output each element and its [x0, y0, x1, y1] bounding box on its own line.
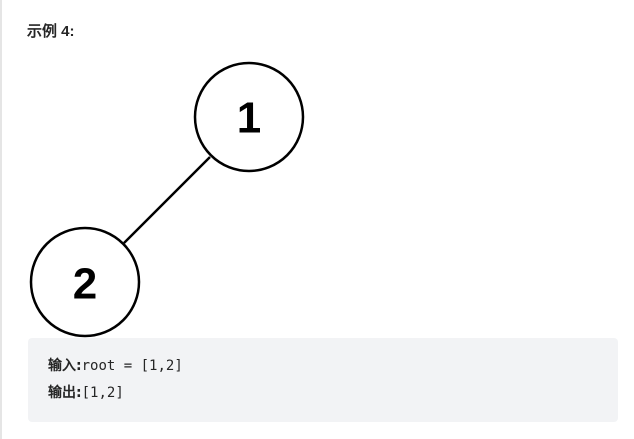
example-code-block: 输入:root = [1,2] 输出:[1,2] [28, 338, 618, 422]
tree-node-2-circle [29, 226, 141, 338]
example-heading: 示例 4: [27, 23, 75, 40]
input-value: root = [1,2] [81, 358, 183, 374]
input-line: 输入:root = [1,2] [48, 353, 598, 380]
output-label: 输出: [48, 385, 82, 401]
output-line: 输出:[1,2] [48, 380, 598, 407]
binary-tree-diagram: 1 2 [29, 61, 305, 338]
tree-node-1: 1 [193, 61, 305, 173]
tree-edge-1-2 [123, 156, 211, 244]
tree-node-1-label: 1 [237, 94, 261, 143]
tree-node-2: 2 [29, 226, 141, 338]
left-border [0, 0, 2, 439]
tree-node-2-label: 2 [73, 260, 97, 309]
output-value: [1,2] [81, 385, 124, 401]
input-label: 输入: [48, 358, 82, 374]
tree-node-1-circle [193, 61, 305, 173]
